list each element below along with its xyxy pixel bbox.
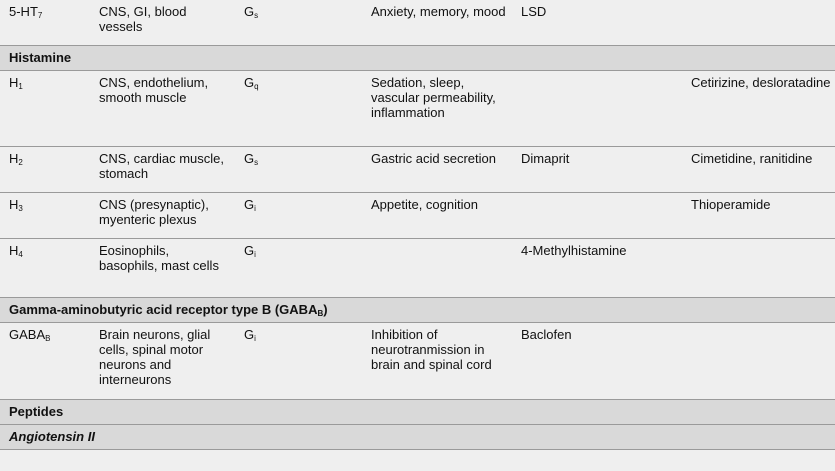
receptor-table: 5-HT7 CNS, GI, blood vessels Gs Anxiety,…	[0, 0, 835, 450]
section-title: Histamine	[0, 45, 835, 71]
antagonist-cell	[682, 0, 835, 46]
agonist-cell: Baclofen	[512, 322, 682, 400]
location-cell: CNS, endothelium, smooth muscle	[90, 70, 235, 147]
table-row: H4 Eosinophils, basophils, mast cells Gi…	[0, 238, 835, 298]
table-row: 5-HT7 CNS, GI, blood vessels Gs Anxiety,…	[0, 0, 835, 46]
agonist-cell: 4-Methylhistamine	[512, 238, 682, 298]
antagonist-cell: Cetirizine, desloratadine	[682, 70, 835, 147]
receptor-cell: H3	[0, 192, 90, 239]
section-header: Histamine	[0, 45, 835, 71]
function-cell: Inhibition of neurotranmission in brain …	[362, 322, 512, 400]
receptor-cell: H1	[0, 70, 90, 147]
table-row: H3 CNS (presynaptic), myenteric plexus G…	[0, 192, 835, 239]
g-protein-cell: Gi	[235, 322, 362, 400]
antagonist-cell: Thioperamide	[682, 192, 835, 239]
g-protein-cell: Gi	[235, 192, 362, 239]
agonist-cell	[512, 70, 682, 147]
g-protein-cell: Gq	[235, 70, 362, 147]
subsection-title: Angiotensin II	[0, 424, 835, 450]
location-cell: CNS, cardiac muscle, stomach	[90, 146, 235, 193]
receptor-cell: H2	[0, 146, 90, 193]
location-cell: Brain neurons, glial cells, spinal motor…	[90, 322, 235, 400]
location-cell: CNS, GI, blood vessels	[90, 0, 235, 46]
location-cell: Eosinophils, basophils, mast cells	[90, 238, 235, 298]
section-title: Peptides	[0, 399, 835, 425]
section-title: Gamma-aminobutyric acid receptor type B …	[0, 297, 835, 323]
table-row: H2 CNS, cardiac muscle, stomach Gs Gastr…	[0, 146, 835, 193]
agonist-cell: Dimaprit	[512, 146, 682, 193]
g-protein-cell: Gi	[235, 238, 362, 298]
antagonist-cell: Cimetidine, ranitidine	[682, 146, 835, 193]
antagonist-cell	[682, 322, 835, 400]
function-cell	[362, 238, 512, 298]
antagonist-cell	[682, 238, 835, 298]
agonist-cell: LSD	[512, 0, 682, 46]
section-header: Peptides	[0, 399, 835, 425]
location-cell: CNS (presynaptic), myenteric plexus	[90, 192, 235, 239]
subsection-header: Angiotensin II	[0, 424, 835, 450]
function-cell: Anxiety, memory, mood	[362, 0, 512, 46]
section-header: Gamma-aminobutyric acid receptor type B …	[0, 297, 835, 323]
agonist-cell	[512, 192, 682, 239]
receptor-cell: 5-HT7	[0, 0, 90, 46]
table-row: GABAB Brain neurons, glial cells, spinal…	[0, 322, 835, 400]
receptor-cell: H4	[0, 238, 90, 298]
receptor-cell: GABAB	[0, 322, 90, 400]
function-cell: Appetite, cognition	[362, 192, 512, 239]
g-protein-cell: Gs	[235, 0, 362, 46]
function-cell: Gastric acid secretion	[362, 146, 512, 193]
function-cell: Sedation, sleep, vascular permeability, …	[362, 70, 512, 147]
g-protein-cell: Gs	[235, 146, 362, 193]
table-row: H1 CNS, endothelium, smooth muscle Gq Se…	[0, 70, 835, 147]
